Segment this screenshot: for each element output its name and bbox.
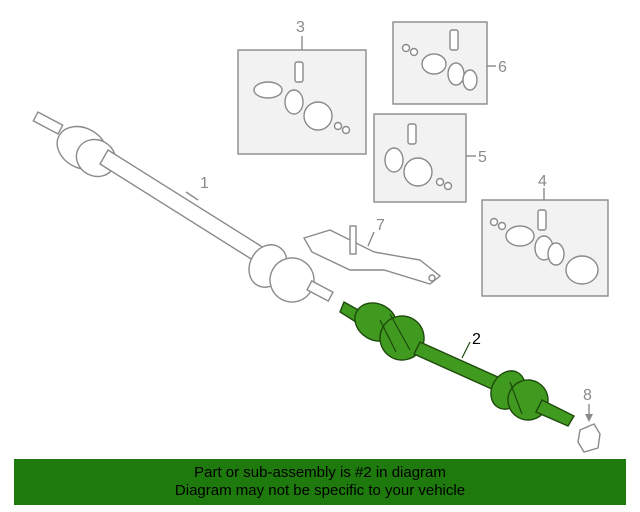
part-3-boot-kit[interactable] bbox=[237, 49, 367, 155]
part-8-nut[interactable] bbox=[577, 423, 601, 453]
callout-8: 8 bbox=[583, 387, 592, 404]
callout-6: 6 bbox=[498, 59, 507, 76]
info-banner: Part or sub-assembly is #2 in diagram Di… bbox=[14, 459, 626, 505]
part-6-boot-kit[interactable] bbox=[392, 21, 488, 105]
callout-1: 1 bbox=[200, 175, 209, 192]
part-5-boot-kit[interactable] bbox=[373, 113, 467, 203]
callout-3: 3 bbox=[296, 19, 305, 36]
callout-5: 5 bbox=[478, 149, 487, 166]
banner-line-2: Diagram may not be specific to your vehi… bbox=[174, 482, 466, 499]
callout-4: 4 bbox=[538, 173, 547, 190]
part-2-drive-axle-assembly[interactable] bbox=[339, 295, 575, 427]
callout-7: 7 bbox=[376, 217, 385, 234]
part-7-bracket[interactable] bbox=[302, 225, 442, 285]
banner-line-1: Part or sub-assembly is #2 in diagram bbox=[194, 464, 446, 481]
part-4-joint-kit[interactable] bbox=[481, 199, 609, 297]
part-1-axle-shaft[interactable] bbox=[32, 111, 334, 310]
callout-2: 2 bbox=[472, 331, 481, 348]
